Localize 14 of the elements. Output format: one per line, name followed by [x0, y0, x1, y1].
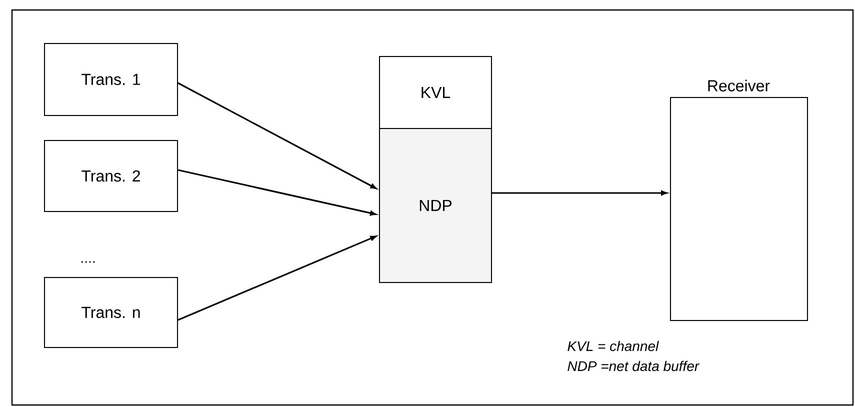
process-box: Trans. 1 [44, 43, 178, 116]
ellipsis-text: .... [82, 261, 95, 263]
node-label: Receiver [708, 80, 770, 92]
legend-note: NDP =net data buffer [568, 360, 700, 372]
arrow [492, 190, 668, 196]
process-box: Trans. n [44, 276, 178, 348]
arrow [178, 169, 376, 216]
legend-note: KVL = channel [568, 340, 659, 352]
process-box: Trans. 2 [44, 140, 178, 212]
arrow [178, 236, 376, 321]
receiver-box: Receiver [670, 80, 808, 321]
buffer-box: NDP [379, 128, 492, 283]
buffer-box: KVL [379, 56, 492, 129]
arrow [178, 82, 377, 190]
